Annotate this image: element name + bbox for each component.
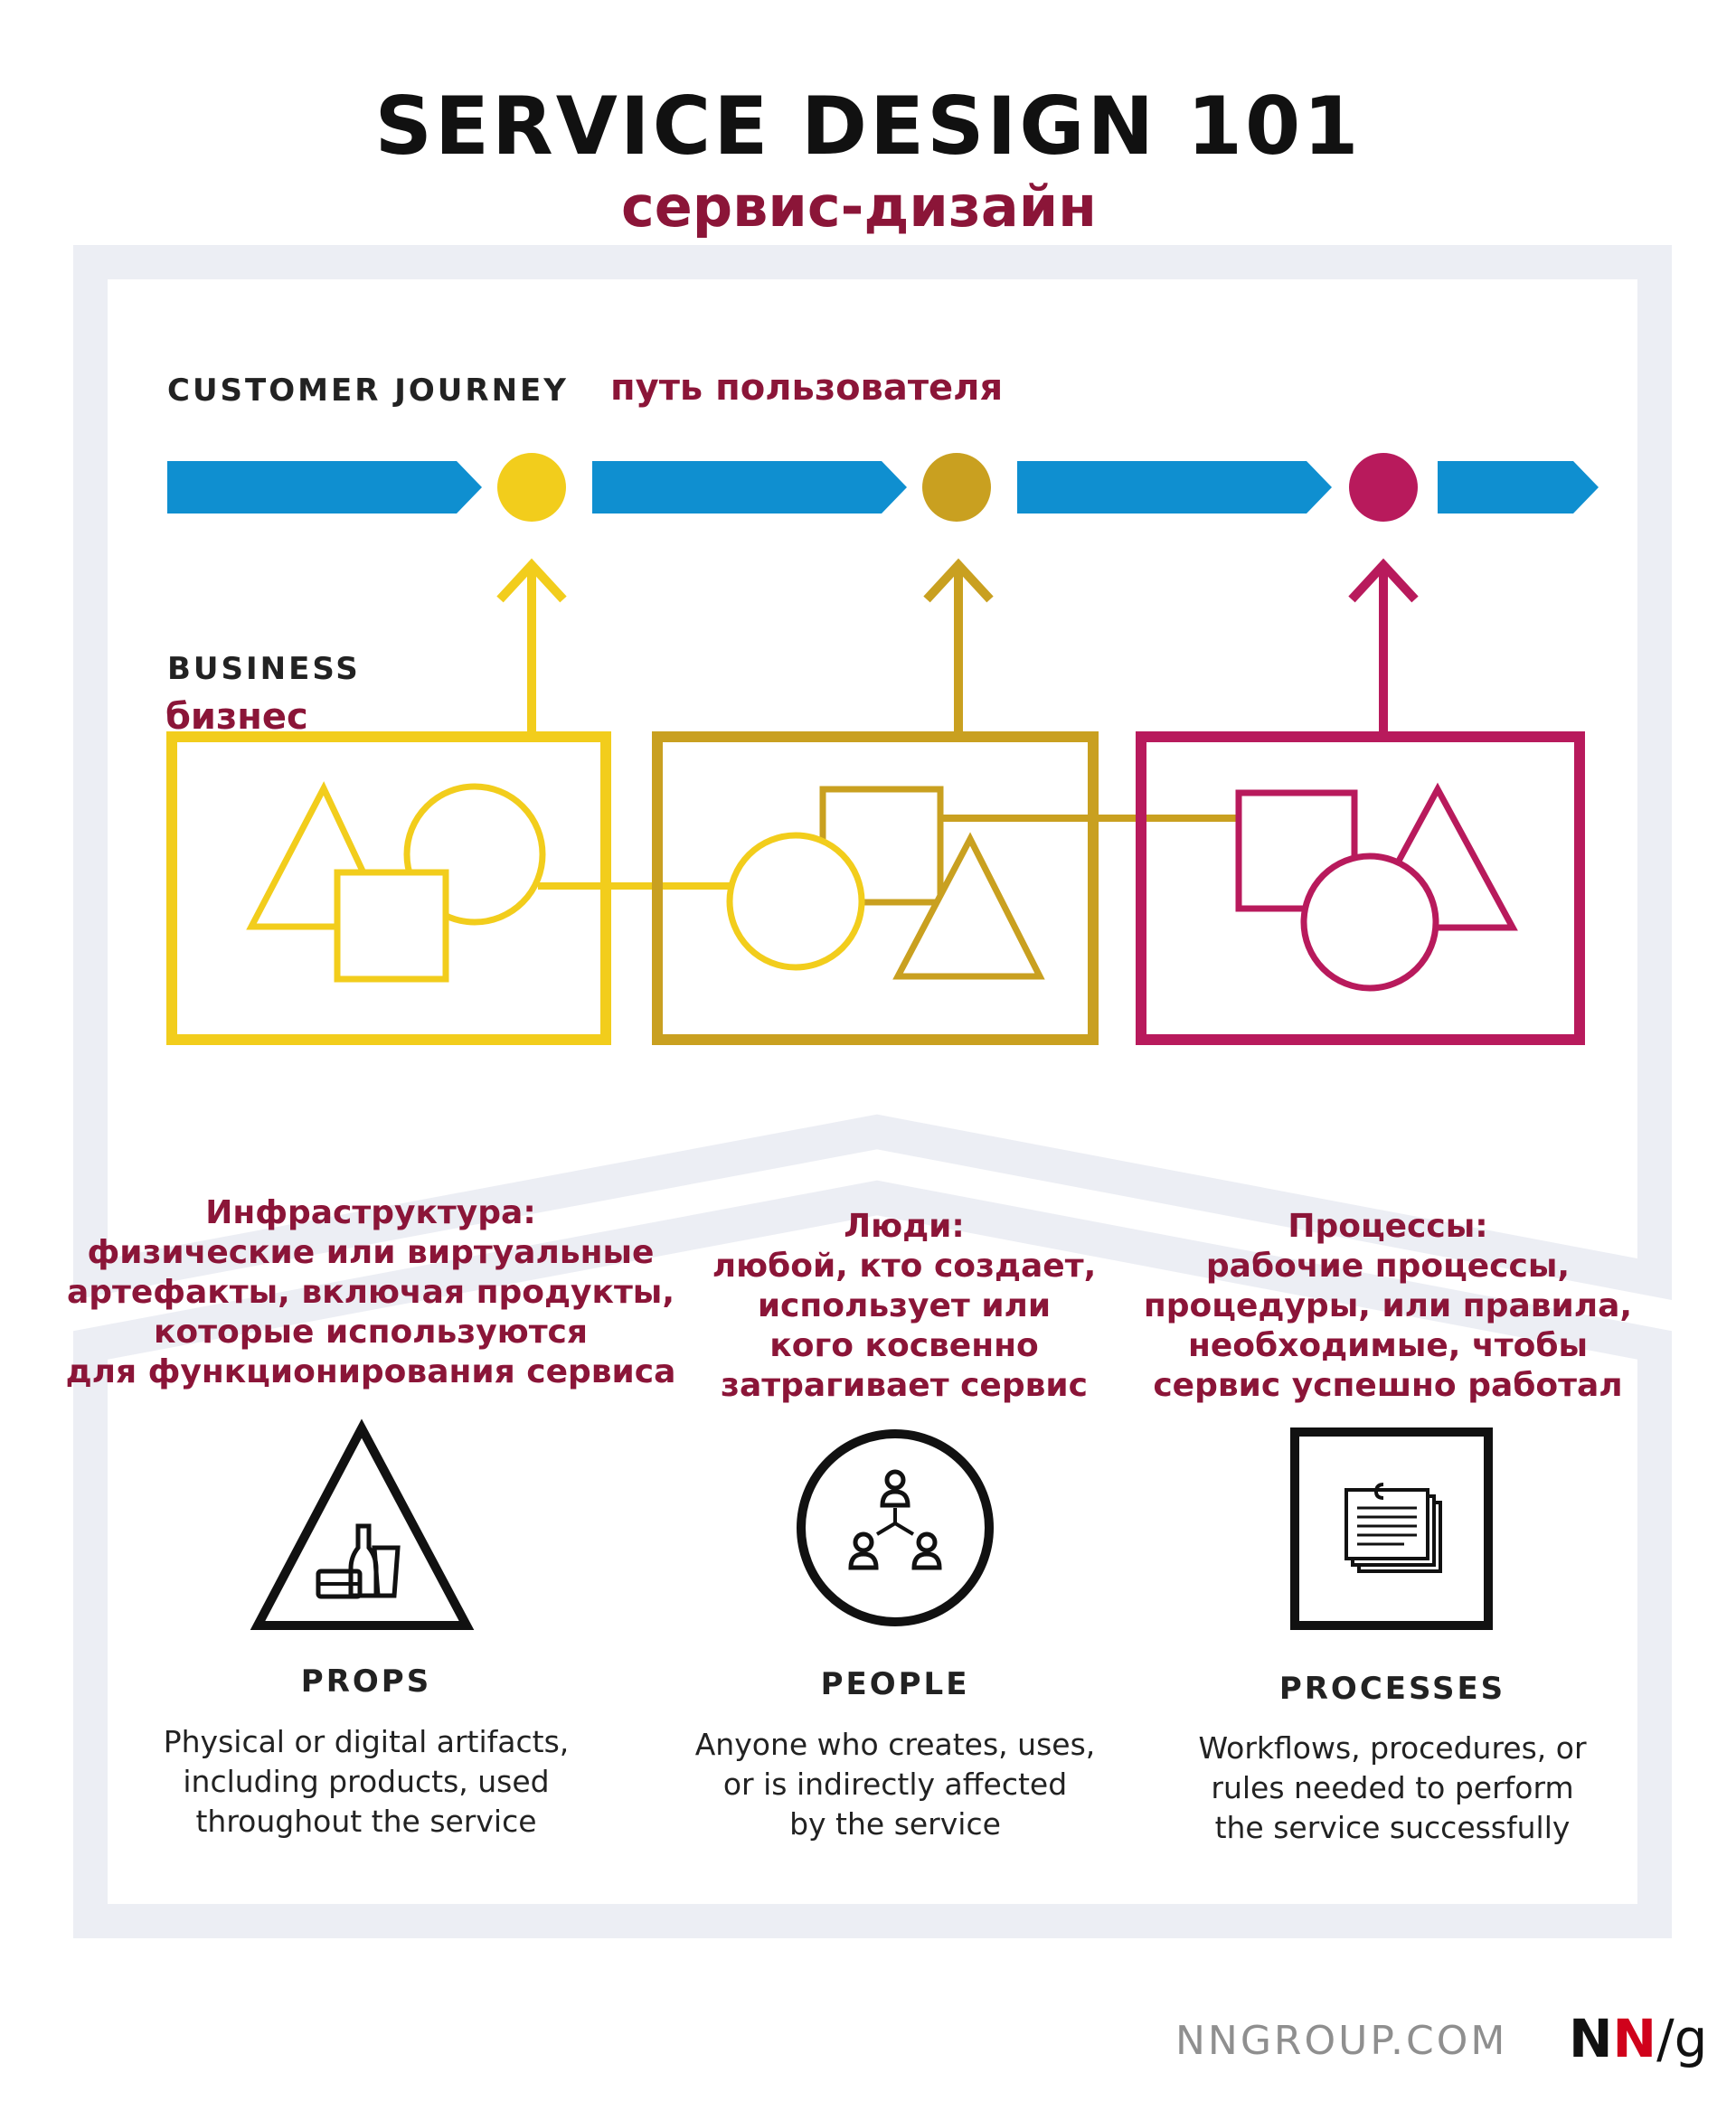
person-left [848, 1531, 879, 1570]
customer-journey-label: CUSTOMER JOURNEY [167, 372, 569, 409]
up-arrow-yellow [496, 558, 567, 737]
up-arrow-magenta [1348, 558, 1419, 737]
processes-description: Workflows, procedures, or rules needed t… [1198, 1730, 1587, 1845]
people-circle-icon [797, 1429, 994, 1626]
journey-arrow-4 [1438, 461, 1599, 514]
people-description-ru: Люди: любой, кто создает, использует или… [712, 1208, 1097, 1404]
touchpoint-magenta [1349, 453, 1418, 522]
circle-shape [403, 783, 546, 926]
props-triangle-icon [250, 1418, 475, 1630]
business-box-magenta [1136, 731, 1585, 1045]
touchpoint-yellow [497, 453, 566, 522]
business-label-ru: бизнес [165, 696, 308, 738]
outer-frame [73, 245, 1672, 1300]
inner-frame [73, 1180, 1672, 1938]
people-title: PEOPLE [820, 1666, 970, 1702]
journey-arrow-3 [1017, 461, 1332, 514]
props-description: Physical or digital artifacts, including… [163, 1724, 570, 1839]
triangle-shape [246, 781, 394, 930]
touchpoint-gold [922, 453, 991, 522]
footer-url: NNGROUP.COM [1175, 2018, 1508, 2064]
circle-shape [1300, 853, 1439, 992]
square-shape [334, 869, 449, 983]
business-label: BUSINESS [167, 651, 361, 687]
up-arrow-gold [923, 558, 994, 737]
people-description: Anyone who creates, uses, or is indirect… [694, 1727, 1096, 1842]
triangle-shape [892, 832, 1045, 980]
props-title: PROPS [300, 1663, 432, 1700]
circle-shape [726, 832, 865, 971]
nng-logo: NN/g [1569, 2008, 1708, 2069]
journey-arrow-1 [167, 461, 482, 514]
square-shape [1235, 789, 1358, 912]
props-description-ru: Инфраструктура: физические или виртуальн… [65, 1194, 676, 1390]
processes-description-ru: Процессы: рабочие процессы, процедуры, и… [1143, 1208, 1633, 1404]
person-top [880, 1469, 910, 1508]
person-right [911, 1531, 942, 1570]
journey-arrow-2 [592, 461, 907, 514]
processes-title: PROCESSES [1278, 1671, 1506, 1707]
page-subtitle-ru: сервис-дизайн [620, 174, 1097, 240]
page-title: SERVICE DESIGN 101 [374, 80, 1362, 173]
business-box-yellow [166, 731, 611, 1045]
business-box-gold [652, 731, 1099, 1045]
customer-journey-label-ru: путь пользователя [610, 367, 1004, 409]
processes-square-icon [1290, 1427, 1493, 1630]
